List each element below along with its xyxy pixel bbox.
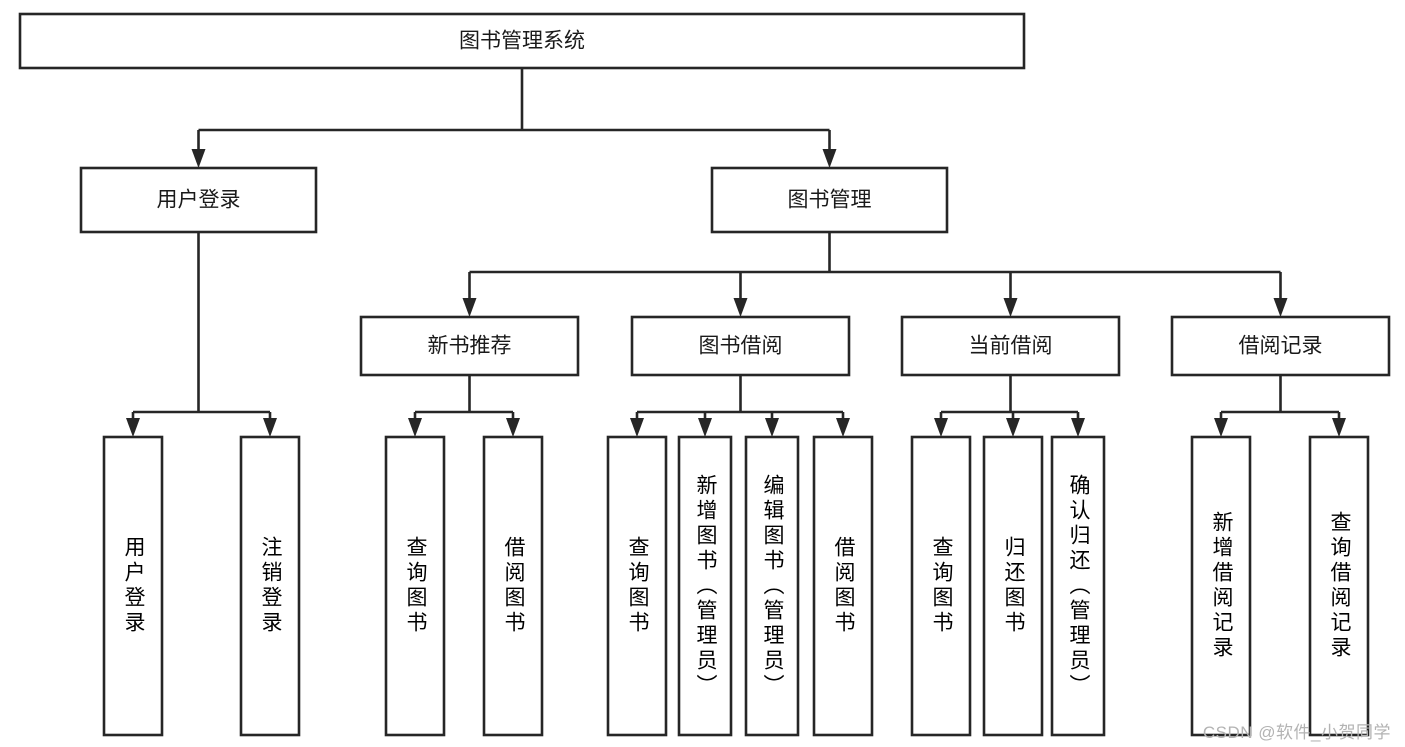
arrow-head-icon: [836, 418, 850, 437]
arrow-head-icon: [934, 418, 948, 437]
node-label-wrap: 查询图书: [404, 536, 427, 636]
node-current-borrow[interactable]: 当前借阅: [900, 315, 1121, 377]
arrow-head-icon: [191, 149, 206, 168]
node-box[interactable]: [102, 435, 164, 737]
node-new-book-recommend[interactable]: 新书推荐: [359, 315, 580, 377]
node-leaf-query-book-recommend[interactable]: 查询图书: [384, 435, 446, 737]
node-label: 当前借阅: [969, 335, 1053, 358]
arrow-head-icon: [1071, 418, 1085, 437]
node-box[interactable]: [239, 435, 301, 737]
node-label: 编辑图书（管理员）: [761, 473, 784, 699]
node-box[interactable]: [1308, 435, 1370, 737]
node-leaf-user-login[interactable]: 用户登录: [102, 435, 164, 737]
node-leaf-borrow-book[interactable]: 借阅图书: [812, 435, 874, 737]
node-box[interactable]: [900, 315, 1121, 377]
node-box[interactable]: [1050, 435, 1106, 737]
arrow-head-icon: [1332, 418, 1346, 437]
node-label-wrap: 借阅图书: [832, 536, 855, 636]
connectors-layer: [126, 68, 1346, 437]
arrow-head-icon: [1006, 418, 1020, 437]
node-leaf-confirm-return[interactable]: 确认归还（管理员）: [1050, 435, 1106, 737]
node-user-login[interactable]: 用户登录: [79, 166, 318, 234]
arrow-head-icon: [506, 418, 520, 437]
arrow-head-icon: [126, 418, 140, 437]
node-label: 新增图书（管理员）: [694, 473, 717, 699]
node-label-wrap: 新增图书（管理员）: [694, 473, 717, 699]
node-box[interactable]: [1170, 315, 1391, 377]
node-label: 用户登录: [122, 536, 145, 636]
node-label: 借阅记录: [1239, 335, 1323, 358]
arrow-head-icon: [462, 298, 477, 317]
node-label-wrap: 查询图书: [930, 536, 953, 636]
node-label-wrap: 注销登录: [259, 536, 282, 636]
node-label-wrap: 查询图书: [626, 536, 649, 636]
node-borrow-record[interactable]: 借阅记录: [1170, 315, 1391, 377]
node-book-manage[interactable]: 图书管理: [710, 166, 949, 234]
node-label-wrap: 归还图书: [1002, 536, 1025, 636]
node-box[interactable]: [677, 435, 733, 737]
node-leaf-return-book[interactable]: 归还图书: [982, 435, 1044, 737]
node-label: 借阅图书: [832, 536, 855, 636]
node-label: 图书管理: [788, 189, 872, 212]
arrow-head-icon: [765, 418, 779, 437]
node-box[interactable]: [710, 166, 949, 234]
node-label: 图书借阅: [699, 335, 783, 358]
node-leaf-borrow-book-recommend[interactable]: 借阅图书: [482, 435, 544, 737]
arrow-head-icon: [1214, 418, 1228, 437]
node-label: 查询图书: [626, 536, 649, 636]
node-label: 归还图书: [1002, 536, 1025, 636]
nodes-layer: 图书管理系统用户登录图书管理新书推荐图书借阅当前借阅借阅记录用户登录注销登录查询…: [18, 12, 1391, 737]
node-box[interactable]: [910, 435, 972, 737]
node-label: 借阅图书: [502, 536, 525, 636]
node-label: 新增借阅记录: [1210, 511, 1233, 661]
arrow-head-icon: [1273, 298, 1288, 317]
node-label-wrap: 确认归还（管理员）: [1067, 473, 1090, 699]
node-label-wrap: 新增借阅记录: [1210, 511, 1233, 661]
node-box[interactable]: [79, 166, 318, 234]
node-label-wrap: 查询借阅记录: [1328, 511, 1351, 661]
node-leaf-add-borrow-record[interactable]: 新增借阅记录: [1190, 435, 1252, 737]
arrow-head-icon: [408, 418, 422, 437]
node-box[interactable]: [982, 435, 1044, 737]
node-book-borrow[interactable]: 图书借阅: [630, 315, 851, 377]
node-box[interactable]: [18, 12, 1026, 70]
node-box[interactable]: [812, 435, 874, 737]
node-label: 查询图书: [404, 536, 427, 636]
node-label: 确认归还（管理员）: [1067, 473, 1090, 699]
node-label-wrap: 编辑图书（管理员）: [761, 473, 784, 699]
node-label-wrap: 借阅图书: [502, 536, 525, 636]
arrow-head-icon: [263, 418, 277, 437]
node-leaf-add-book[interactable]: 新增图书（管理员）: [677, 435, 733, 737]
node-box[interactable]: [1190, 435, 1252, 737]
node-leaf-edit-book[interactable]: 编辑图书（管理员）: [744, 435, 800, 737]
arrow-head-icon: [1003, 298, 1018, 317]
node-leaf-query-book-borrow[interactable]: 查询图书: [606, 435, 668, 737]
node-box[interactable]: [606, 435, 668, 737]
node-leaf-query-borrow-record[interactable]: 查询借阅记录: [1308, 435, 1370, 737]
node-leaf-query-book-current[interactable]: 查询图书: [910, 435, 972, 737]
node-box[interactable]: [359, 315, 580, 377]
node-box[interactable]: [482, 435, 544, 737]
arrow-head-icon: [698, 418, 712, 437]
node-label: 注销登录: [259, 536, 282, 636]
node-root[interactable]: 图书管理系统: [18, 12, 1026, 70]
arrow-head-icon: [822, 149, 837, 168]
arrow-head-icon: [733, 298, 748, 317]
node-label: 查询图书: [930, 536, 953, 636]
node-label: 查询借阅记录: [1328, 511, 1351, 661]
node-label: 图书管理系统: [459, 30, 585, 53]
node-label: 用户登录: [157, 189, 241, 212]
arrow-head-icon: [630, 418, 644, 437]
node-box[interactable]: [384, 435, 446, 737]
node-box[interactable]: [630, 315, 851, 377]
node-label: 新书推荐: [428, 335, 512, 358]
node-leaf-logout[interactable]: 注销登录: [239, 435, 301, 737]
node-label-wrap: 用户登录: [122, 536, 145, 636]
node-box[interactable]: [744, 435, 800, 737]
